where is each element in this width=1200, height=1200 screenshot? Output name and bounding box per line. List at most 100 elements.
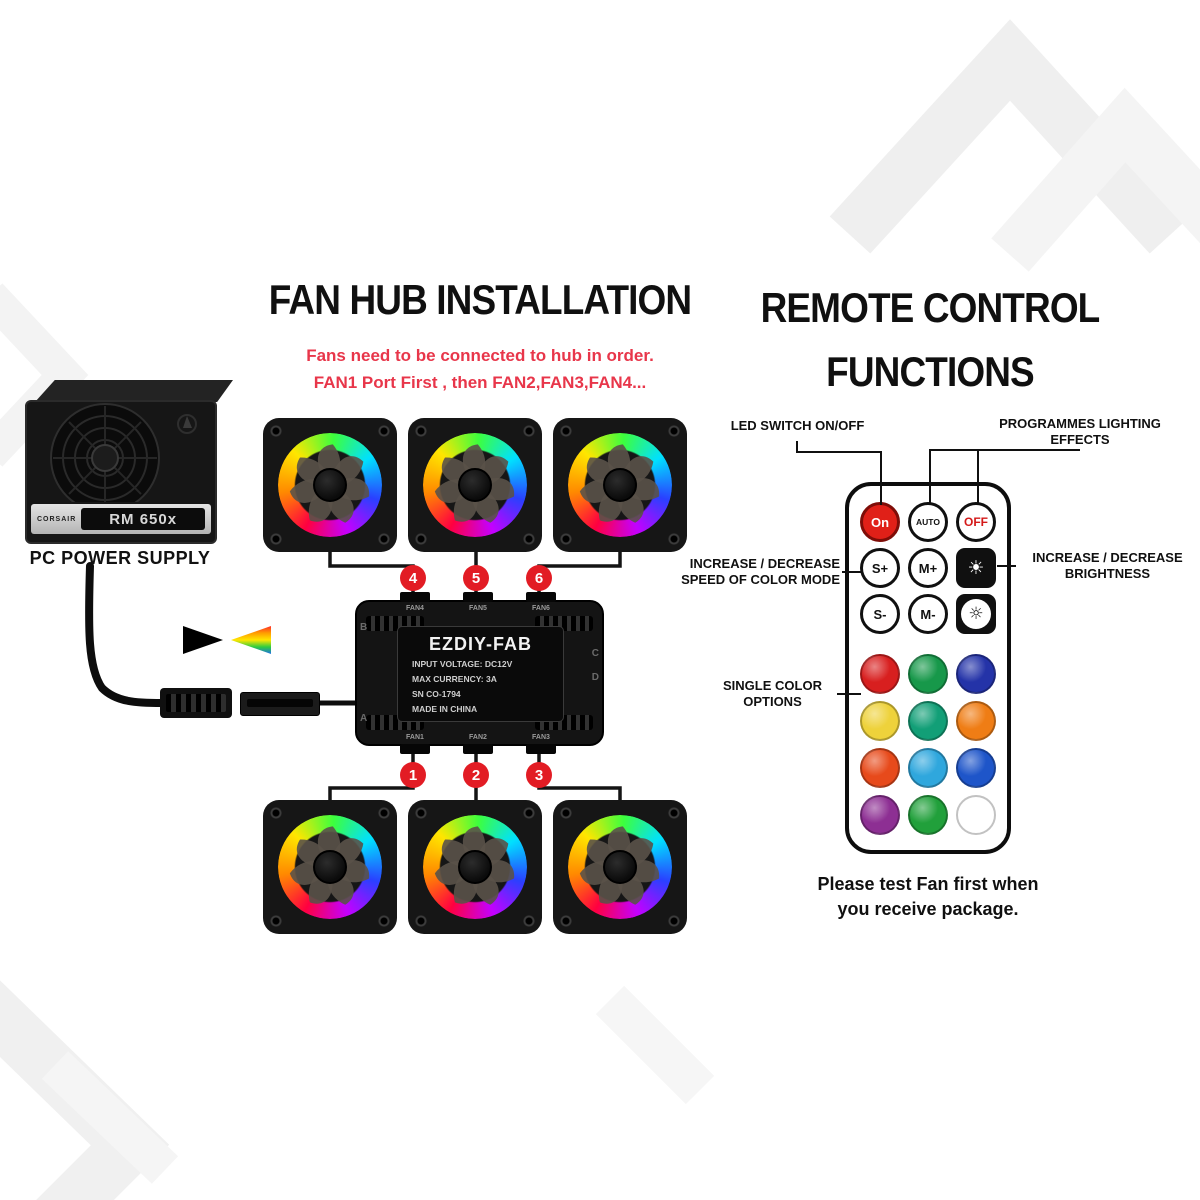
rgb-fan-4 <box>263 418 397 552</box>
note-line2: you receive package. <box>837 899 1019 919</box>
color-option-button <box>908 748 948 788</box>
color-option-button <box>860 748 900 788</box>
psu-brand-label: CORSAIR <box>37 515 77 523</box>
connector-slot <box>247 699 313 707</box>
psu-fan-grille <box>50 403 197 502</box>
on-button: On <box>860 502 900 542</box>
psu-model-label: RM 650x <box>109 510 178 528</box>
callout-single-color: SINGLE COLOR OPTIONS <box>710 678 835 710</box>
color-option-button <box>908 654 948 694</box>
note-line1: Please test Fan first when <box>817 874 1039 894</box>
color-option-button <box>956 748 996 788</box>
rgb-fan-2 <box>408 800 542 934</box>
hub-port-tab <box>526 744 556 754</box>
color-option-button <box>956 795 996 835</box>
fan-number-badge: 3 <box>526 762 552 788</box>
hub-instructions: Fans need to be connected to hub in orde… <box>250 342 710 396</box>
hub-port-label: FAN1 <box>406 734 424 741</box>
brightness-down-circle: ☼ <box>961 599 991 629</box>
arrow-right-icon <box>183 626 223 654</box>
callout-programmes: PROGRAMMES LIGHTING EFFECTS <box>975 416 1185 448</box>
hub-port-tab <box>463 592 493 602</box>
remote-color-buttons <box>849 654 1007 835</box>
rgb-fan-3 <box>553 800 687 934</box>
brightness-up-icon: ☀ <box>967 557 985 579</box>
brightness-down-button: ☼ <box>956 594 996 634</box>
hub-port-label: FAN6 <box>532 605 550 612</box>
callout-single-line2: OPTIONS <box>743 694 802 709</box>
callout-brightness: INCREASE / DECREASE BRIGHTNESS <box>1020 550 1195 582</box>
color-option-button <box>908 701 948 741</box>
fan-number-badge: 6 <box>526 565 552 591</box>
psu-top-face <box>35 380 233 402</box>
callout-speed-line1: INCREASE / DECREASE <box>689 556 840 571</box>
color-option-button <box>860 654 900 694</box>
off-button: OFF <box>956 502 996 542</box>
mode-minus-button: M- <box>908 594 948 634</box>
fan-hub-cap <box>603 850 637 884</box>
hub-spec-line: SN CO-1794 <box>412 689 461 699</box>
callout-programmes-line2: EFFECTS <box>1050 432 1110 447</box>
hub-spec-line: MADE IN CHINA <box>412 704 478 714</box>
fan-hub-cap <box>458 468 492 502</box>
fan-hub-cap <box>313 850 347 884</box>
fan-number-badge: 2 <box>463 762 489 788</box>
fan-hub-cap <box>458 850 492 884</box>
color-option-button <box>908 795 948 835</box>
psu-model-band: CORSAIR RM 650x <box>31 504 211 534</box>
test-fan-note: Please test Fan first when you receive p… <box>778 872 1078 922</box>
psu-caption: PC POWER SUPPLY <box>29 548 211 568</box>
auto-button: AUTO <box>908 502 948 542</box>
remote-control: On AUTO OFF S+ M+ ☀ S- M- ☼ <box>845 482 1011 854</box>
hub-label-panel: EZDIY-FAB INPUT VOLTAGE: DC12V MAX CURRE… <box>397 626 564 722</box>
color-option-button <box>860 701 900 741</box>
fan-hub: FAN4 FAN5 FAN6 FAN1 FAN2 FAN3 B A C D EZ… <box>355 592 604 754</box>
rgb-fan-1 <box>263 800 397 934</box>
hub-side-label: A <box>360 713 368 724</box>
callout-speed: INCREASE / DECREASE SPEED OF COLOR MODE <box>655 556 840 588</box>
callout-led-switch: LED SWITCH ON/OFF <box>730 418 865 433</box>
fan-hub-cap <box>313 468 347 502</box>
psu: CORSAIR RM 650x <box>25 400 217 544</box>
psu-model-box: RM 650x <box>81 508 205 530</box>
hub-port-tab <box>526 592 556 602</box>
color-option-button <box>860 795 900 835</box>
fan-hub-cap <box>603 468 637 502</box>
fan-number-badge: 5 <box>463 565 489 591</box>
hub-port-label: FAN2 <box>469 734 487 741</box>
hub-instruction-line2: FAN1 Port First , then FAN2,FAN3,FAN4... <box>313 373 647 392</box>
hub-port-tab <box>463 744 493 754</box>
remote-title-line1: REMOTE CONTROL <box>760 284 1101 331</box>
callout-brightness-line1: INCREASE / DECREASE <box>1032 550 1183 565</box>
callout-brightness-line2: BRIGHTNESS <box>1064 566 1151 581</box>
hub-port-label: FAN4 <box>406 605 424 612</box>
psu-cable-connector <box>160 688 232 718</box>
hub-brand-label: EZDIY-FAB <box>428 634 532 654</box>
fan-number-badge: 4 <box>400 565 426 591</box>
callout-speed-line2: SPEED OF COLOR MODE <box>681 572 840 587</box>
speed-minus-button: S- <box>860 594 900 634</box>
hub-port-label: FAN3 <box>532 734 550 741</box>
remote-title-line2: FUNCTIONS <box>826 348 1035 395</box>
mode-plus-button: M+ <box>908 548 948 588</box>
speed-plus-button: S+ <box>860 548 900 588</box>
hub-port-tab <box>400 592 430 602</box>
corsair-logo <box>183 416 192 428</box>
rgb-fan-5 <box>408 418 542 552</box>
remote-title: REMOTE CONTROL FUNCTIONS <box>754 276 1106 404</box>
fan-hub-title: FAN HUB INSTALLATION <box>268 276 692 323</box>
hub-spec-line: INPUT VOLTAGE: DC12V <box>412 659 513 669</box>
hub-side-label: C <box>591 648 599 659</box>
remote-function-buttons: On AUTO OFF S+ M+ ☀ S- M- ☼ <box>849 502 1007 634</box>
hub-port-label: FAN5 <box>469 605 487 612</box>
hub-spec-line: MAX CURRENCY: 3A <box>412 674 497 684</box>
color-option-button <box>956 654 996 694</box>
callout-single-line1: SINGLE COLOR <box>723 678 822 693</box>
connector-pins <box>166 694 226 712</box>
hub-power-connector <box>240 692 320 716</box>
hub-side-label: B <box>360 622 368 633</box>
hub-instruction-line1: Fans need to be connected to hub in orde… <box>306 346 654 365</box>
